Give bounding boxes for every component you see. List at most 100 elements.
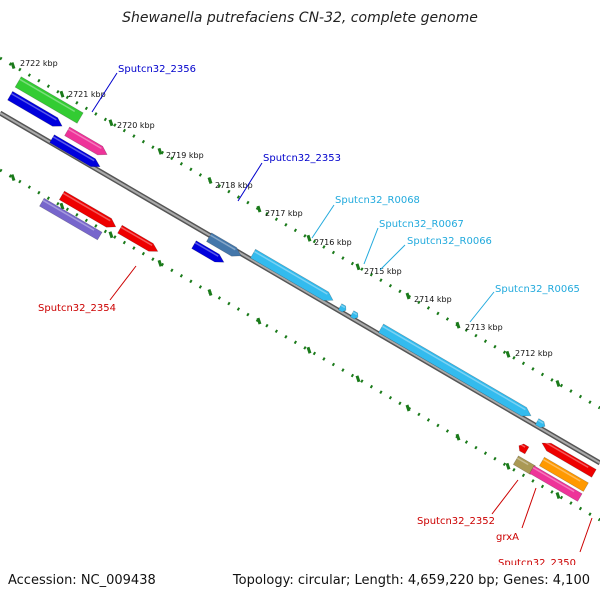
feature-pink-2350[interactable] [529, 465, 583, 502]
feature-pink-2356-highlight [67, 128, 102, 150]
scale-label-2718: 2718 kbp [215, 181, 253, 190]
major-tick-inner-10 [505, 462, 511, 470]
scale-label-2721: 2721 kbp [68, 90, 106, 99]
major-tick-outer-2 [108, 119, 114, 127]
gene-label-sputcn32-r0067[interactable]: Sputcn32_R0067 [379, 219, 464, 230]
feature-rna-r0067[interactable] [337, 303, 347, 313]
feature-rna-r0066[interactable] [349, 310, 359, 320]
major-tick-inner-11 [555, 492, 561, 499]
feature-orange-track[interactable] [538, 456, 589, 492]
scale-label-2720: 2720 kbp [117, 121, 155, 130]
features [7, 76, 597, 502]
feature-rna-r0065-highlight [381, 325, 526, 411]
gene-label-sputcn32-2353[interactable]: Sputcn32_2353 [263, 153, 341, 164]
major-tick-inner-4 [207, 289, 213, 296]
feature-rna-tail[interactable] [534, 418, 546, 429]
feature-purple-track[interactable] [39, 197, 103, 241]
scale-label-2715: 2715 kbp [364, 267, 402, 276]
gene-label-sputcn32-2352[interactable]: Sputcn32_2352 [417, 516, 495, 527]
scale-labels: 2722 kbp 2721 kbp 2720 kbp 2719 kbp 2718… [20, 59, 553, 358]
major-tick-outer-9 [455, 321, 461, 329]
major-tick-outer-7 [355, 263, 361, 271]
scale-label-2719: 2719 kbp [166, 151, 204, 160]
leader-line-r0066 [379, 244, 406, 271]
gene-label-sputcn32-r0068[interactable]: Sputcn32_R0068 [335, 195, 420, 206]
feature-red-2355[interactable] [58, 190, 117, 228]
feature-blue-2353[interactable] [191, 240, 225, 263]
feature-orange-track-highlight [542, 458, 581, 482]
major-tick-inner-1 [59, 202, 65, 210]
feature-khaki-2352-highlight [516, 457, 529, 466]
leader-line-r0067 [363, 227, 379, 265]
leader-line-2352 [491, 479, 519, 515]
feature-blue-2357[interactable] [7, 90, 63, 127]
feature-blue-2357-highlight [10, 92, 57, 121]
gene-label-sputcn32-r0066[interactable]: Sputcn32_R0066 [407, 236, 492, 247]
leader-line-2356 [91, 72, 118, 113]
feature-steel-2353[interactable] [206, 232, 242, 257]
gene-label-sputcn32-2354[interactable]: Sputcn32_2354 [38, 303, 116, 314]
feature-red-right-highlight [542, 440, 589, 469]
topology-text: Topology: circular; Length: 4,659,220 bp… [232, 573, 590, 588]
feature-steel-2353-highlight [209, 234, 236, 251]
gene-labels: Sputcn32_2356 Sputcn32_2353 Sputcn32_R00… [38, 64, 580, 569]
feature-blue-2356[interactable] [49, 134, 101, 168]
feature-khaki-2352[interactable] [512, 455, 536, 475]
major-tick-inner-2 [108, 231, 114, 239]
backbone-line-inner [0, 112, 600, 464]
leader-line-r0068 [311, 204, 335, 239]
leader-lines [91, 72, 593, 553]
feature-rna-r0066-highlight [352, 311, 358, 316]
major-tick-inner-9 [455, 433, 461, 441]
scale-label-2712: 2712 kbp [515, 349, 553, 358]
major-tick-inner-8 [405, 404, 411, 412]
major-tick-outer-4 [207, 177, 213, 184]
major-tick-outer-0 [10, 62, 16, 70]
scale-label-2717: 2717 kbp [265, 209, 303, 218]
major-ticks [10, 62, 561, 499]
feature-rna-r0065[interactable] [378, 323, 532, 417]
feature-green-track[interactable] [14, 76, 84, 124]
leader-line-2354 [109, 265, 137, 301]
feature-red-2355-highlight [62, 192, 111, 222]
major-tick-outer-3 [157, 147, 163, 155]
scale-label-2714: 2714 kbp [414, 295, 452, 304]
gene-label-sputcn32-r0065[interactable]: Sputcn32_R0065 [495, 284, 580, 295]
feature-purple-track-highlight [42, 199, 95, 231]
major-tick-outer-6 [306, 234, 312, 242]
leader-line-2353 [237, 162, 263, 202]
scale-label-2713: 2713 kbp [465, 323, 503, 332]
scale-label-2716: 2716 kbp [314, 238, 352, 247]
major-tick-inner-6 [306, 346, 312, 354]
major-tick-outer-5 [256, 205, 262, 213]
feature-rna-r0067-highlight [340, 304, 346, 309]
leader-line-r0065 [469, 291, 495, 323]
major-tick-outer-1 [59, 90, 65, 98]
feature-rna-r0068[interactable] [250, 248, 334, 301]
major-tick-inner-3 [157, 259, 163, 267]
scale-label-2722: 2722 kbp [20, 59, 58, 68]
gene-label-grxa[interactable]: grxA [496, 532, 519, 543]
feature-blue-2353-highlight [194, 242, 219, 257]
feature-red-right[interactable] [541, 442, 597, 478]
major-tick-inner-0 [10, 174, 16, 182]
major-tick-outer-10 [505, 350, 511, 358]
feature-rna-r0068-highlight [253, 250, 328, 295]
gene-label-sputcn32-2350[interactable]: Sputcn32_2350 [498, 558, 576, 569]
feature-red-grxa[interactable] [518, 443, 530, 455]
backbone [0, 110, 600, 466]
feature-blue-2356-highlight [52, 136, 95, 162]
inner-ruler [0, 168, 600, 522]
feature-red-2354[interactable] [117, 224, 159, 252]
major-tick-outer-8 [405, 292, 411, 300]
accession-text: Accession: NC_009438 [8, 573, 156, 588]
leader-line-grxa [521, 487, 537, 529]
feature-pink-2356[interactable] [64, 126, 108, 156]
map-title: Shewanella putrefaciens CN-32, complete … [122, 10, 478, 26]
gene-label-sputcn32-2356[interactable]: Sputcn32_2356 [118, 64, 196, 75]
feature-green-track-highlight [19, 78, 76, 113]
major-tick-outer-11 [555, 380, 561, 387]
leader-line-2350 [579, 517, 593, 553]
feature-pink-2350-highlight [532, 466, 575, 493]
